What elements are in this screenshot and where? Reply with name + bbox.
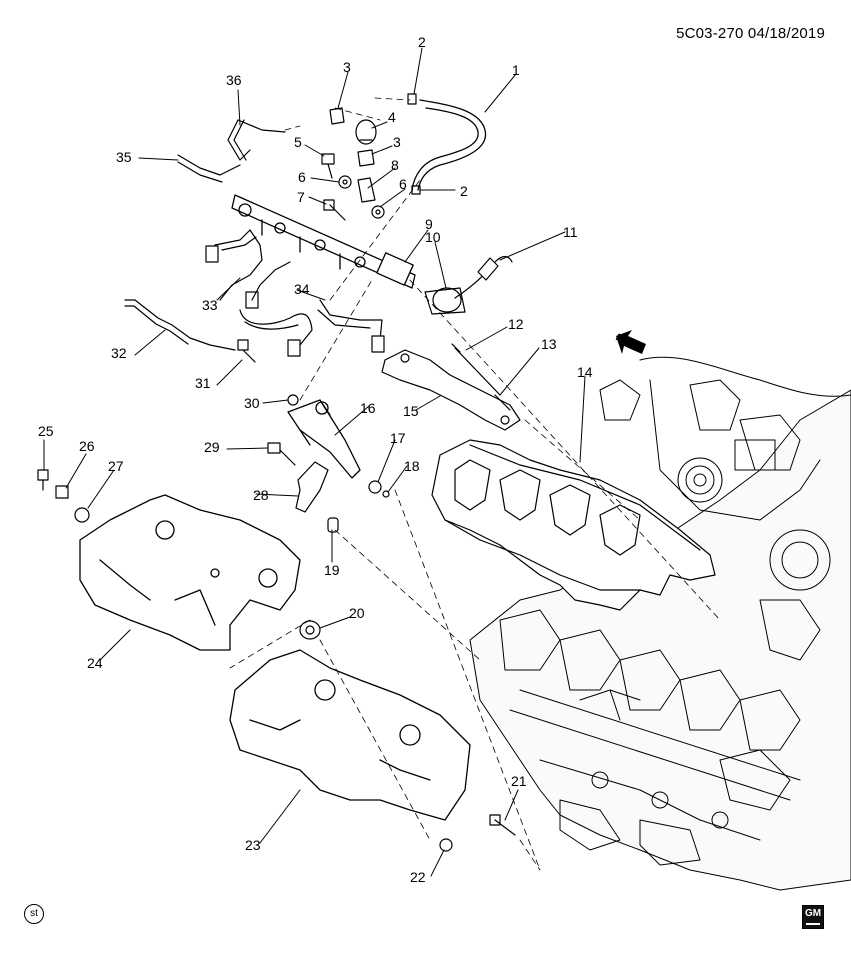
pin-19 — [327, 517, 339, 533]
stud-21 — [489, 814, 516, 836]
callout-29: 29 — [204, 439, 220, 455]
exhaust-manifold-14 — [431, 439, 716, 611]
clip-3-upper — [329, 107, 345, 125]
diagram-code-date: 5C03-270 04/18/2019 — [676, 25, 825, 42]
callout-25: 25 — [38, 423, 54, 439]
callout-3-lower: 3 — [393, 134, 401, 150]
callout-4: 4 — [388, 109, 396, 125]
seal-17 — [368, 480, 382, 494]
callout-35: 35 — [116, 149, 132, 165]
callout-13: 13 — [541, 336, 557, 352]
callout-27: 27 — [108, 458, 124, 474]
callout-26: 26 — [79, 438, 95, 454]
callout-28: 28 — [253, 487, 269, 503]
callout-9: 9 — [425, 216, 433, 232]
injector-16 — [287, 399, 361, 479]
callout-11: 11 — [563, 224, 578, 240]
callout-21: 21 — [511, 773, 527, 789]
callout-19: 19 — [324, 562, 340, 578]
callout-36: 36 — [226, 72, 242, 88]
fuel-hose-1 — [411, 99, 487, 191]
nut-26 — [55, 485, 69, 499]
callout-5: 5 — [294, 134, 302, 150]
grommet-20 — [299, 620, 321, 640]
callout-34: 34 — [294, 281, 310, 297]
reference-lines — [229, 97, 721, 871]
fitting-8 — [357, 177, 376, 203]
pressure-sensor-10 — [424, 287, 466, 315]
bolt-5 — [321, 153, 335, 179]
callout-7: 7 — [297, 189, 305, 205]
callout-14: 14 — [577, 364, 593, 380]
front-arrow-icon — [616, 330, 646, 354]
gm-logo: GM — [802, 905, 824, 929]
bolt-12 — [451, 343, 501, 396]
st-badge: st — [24, 904, 44, 924]
callout-22: 22 — [410, 869, 426, 885]
callout-32: 32 — [111, 345, 127, 361]
cap-4 — [355, 119, 377, 145]
nut-22 — [439, 838, 453, 852]
engine-block — [469, 356, 851, 891]
callout-33: 33 — [202, 297, 218, 313]
callout-8: 8 — [391, 157, 399, 173]
callout-3-upper: 3 — [343, 59, 351, 75]
callout-6-right: 6 — [399, 176, 407, 192]
callout-15: 15 — [403, 403, 419, 419]
fuel-rail-9 — [231, 194, 416, 289]
fuel-line-35 — [177, 154, 241, 183]
stud-13 — [494, 394, 511, 411]
injector-lines-34 — [239, 299, 385, 357]
callout-6-left: 6 — [298, 169, 306, 185]
bracket-15 — [381, 349, 521, 431]
fuel-line-36 — [227, 119, 286, 161]
washer-6-left — [338, 175, 352, 189]
bolt-31 — [237, 339, 256, 363]
heat-shield-23 — [229, 649, 471, 821]
fuel-line-11 — [454, 255, 513, 299]
clip-2-top — [407, 93, 417, 105]
callout-2-side: 2 — [460, 183, 468, 199]
bolt-7 — [323, 199, 346, 221]
bolt-25 — [37, 469, 49, 491]
callout-30: 30 — [244, 395, 260, 411]
seal-30 — [287, 394, 299, 406]
callout-1: 1 — [512, 62, 520, 78]
heat-shield-24 — [79, 494, 301, 651]
callout-18: 18 — [404, 458, 420, 474]
callout-2-top: 2 — [418, 34, 426, 50]
callout-12: 12 — [508, 316, 524, 332]
injector-lines-33 — [205, 229, 291, 309]
clamp-28 — [295, 461, 329, 513]
callout-20: 20 — [349, 605, 365, 621]
grommet-27 — [74, 507, 90, 523]
bolt-29 — [267, 442, 296, 466]
callout-24: 24 — [87, 655, 103, 671]
callout-17: 17 — [390, 430, 406, 446]
callout-31: 31 — [195, 375, 211, 391]
washer-6-right — [371, 205, 385, 219]
callout-10: 10 — [425, 229, 441, 245]
callout-23: 23 — [245, 837, 261, 853]
seal-18 — [382, 490, 390, 498]
leader-lines — [43, 47, 586, 877]
clip-3-lower — [357, 149, 375, 167]
callout-16: 16 — [360, 400, 376, 416]
fuel-tube-32 — [124, 299, 236, 351]
